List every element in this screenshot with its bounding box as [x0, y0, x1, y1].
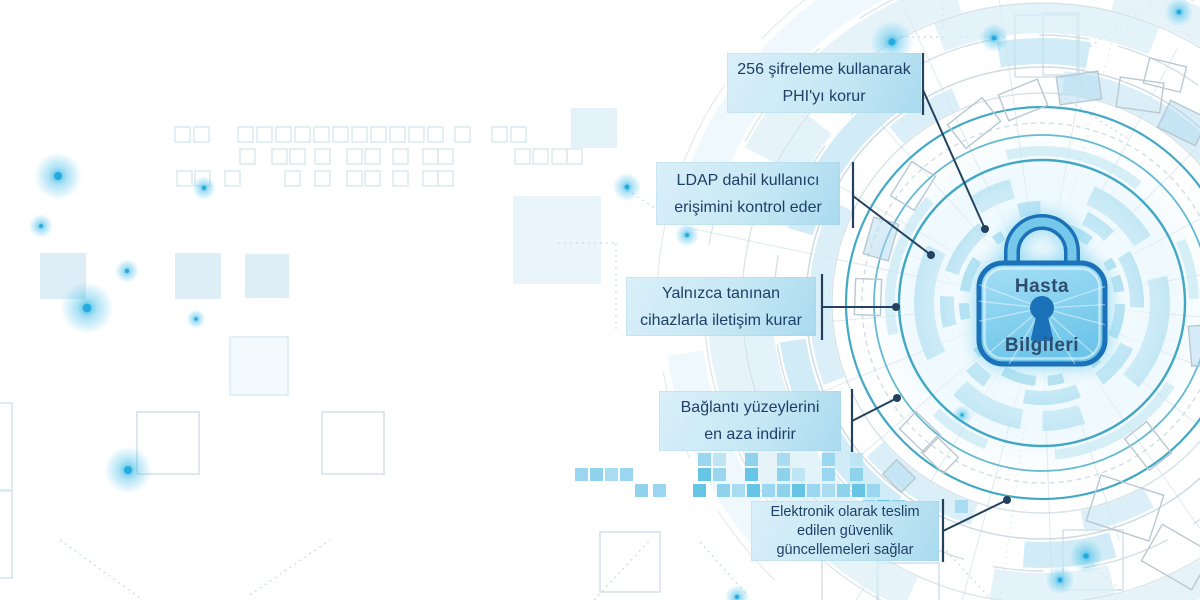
connector-line	[851, 397, 898, 422]
callout-line: PHI'yı korur	[782, 88, 866, 105]
connector-dot	[981, 225, 989, 233]
scattered-squares	[0, 12, 1124, 600]
callout-known-devices: Yalnızca tanınan cihazlarla iletişim kur…	[626, 277, 816, 336]
keyhole-stem	[1030, 312, 1054, 341]
callout-line: Yalnızca tanınan	[661, 284, 780, 302]
callout-line: güncellemeleri sağlar	[776, 541, 914, 558]
keyhole-icon	[1030, 296, 1054, 320]
connector-line	[922, 89, 986, 230]
callout-line: edilen güvenlik	[797, 522, 893, 539]
square-grid-pattern	[174, 126, 583, 187]
callout-line: en aza indirir	[704, 426, 796, 443]
callout-connectors	[820, 53, 1011, 562]
callout-line: erişimini kontrol eder	[674, 198, 822, 216]
callout-line: Elektronik olarak teslim	[770, 503, 920, 520]
connector-dot	[893, 394, 901, 402]
callout-attack-surface: Bağlantı yüzeylerini en aza indirir	[659, 391, 841, 451]
connector-dot	[892, 303, 900, 311]
callout-line: LDAP dahil kullanıcı	[676, 171, 820, 189]
callout-line: Bağlantı yüzeylerini	[680, 399, 820, 416]
lock-body-rim	[983, 267, 1101, 360]
lock-label-bottom: Bilgileri	[1005, 335, 1079, 356]
connector-dot	[1003, 496, 1011, 504]
padlock-icon: Hasta Bilgileri	[976, 214, 1108, 367]
callout-encryption: 256 şifreleme kullanarak PHI'yı korur	[727, 53, 921, 113]
circuit-tiles	[853, 56, 1200, 591]
callout-ldap-access: LDAP dahil kullanıcı erişimini kontrol e…	[656, 162, 840, 225]
callout-security-updates: Elektronik olarak teslim edilen güvenlik…	[751, 501, 939, 561]
connector-dot	[927, 251, 935, 259]
pixel-cluster	[575, 453, 968, 513]
connector-line	[942, 499, 1008, 532]
lock-shackle	[1007, 217, 1077, 275]
callout-line: cihazlarla iletişim kurar	[640, 311, 802, 329]
connector-line	[852, 195, 932, 256]
callout-line: 256 şifreleme kullanarak	[737, 61, 911, 78]
lock-label-top: Hasta	[1015, 276, 1069, 297]
glow-dots	[29, 0, 1194, 600]
